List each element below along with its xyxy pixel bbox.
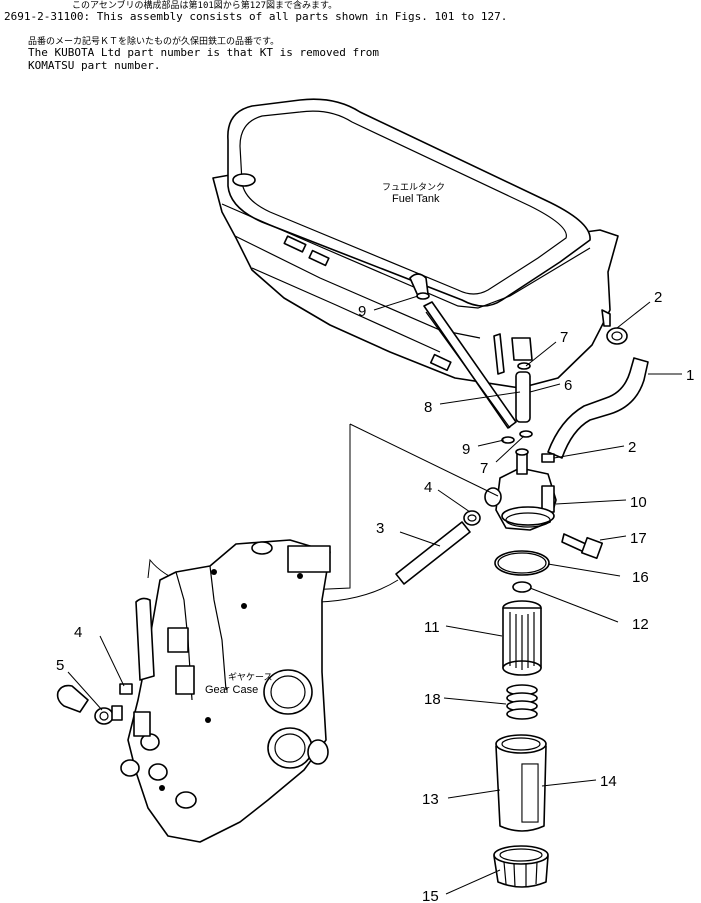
callout-12: 12 (632, 616, 649, 633)
header-assembly-note: 2691-2-31100: This assembly consists of … (4, 10, 508, 23)
fuel-tank-label-jp: フュエルタンク (382, 182, 445, 193)
callout-5: 5 (56, 657, 64, 674)
callout-2-lower: 2 (628, 439, 636, 456)
filter-element-11[interactable] (502, 600, 542, 676)
filter-head-10[interactable] (484, 448, 557, 531)
gear-case-hose[interactable] (135, 597, 155, 681)
clamp-7-top[interactable] (517, 362, 531, 370)
callout-18: 18 (424, 691, 441, 708)
clamp-2-lower[interactable] (541, 453, 555, 463)
fuel-tank-label: Fuel Tank (392, 193, 440, 205)
callout-17: 17 (630, 530, 647, 547)
callout-3: 3 (376, 520, 384, 537)
hose-6[interactable] (515, 371, 531, 423)
header-jp-line-2: 品番のメーカ記号ＫＴを除いたものが久保田鉄工の品番です。 (28, 37, 280, 47)
label-14 (521, 763, 539, 823)
callout-2-upper: 2 (654, 289, 662, 306)
routing-line-upper (349, 423, 499, 497)
fuel-tank[interactable] (212, 98, 619, 389)
callout-9-lower: 9 (462, 441, 470, 458)
callout-14: 14 (600, 773, 617, 790)
callout-1: 1 (686, 367, 694, 384)
clamp-9-top[interactable] (416, 292, 430, 300)
callout-4-upper: 4 (424, 479, 432, 496)
spring-18[interactable] (506, 684, 538, 720)
clamp-2-upper[interactable] (606, 327, 628, 345)
callout-9-upper: 9 (358, 303, 366, 320)
gear-case-label: Gear Case (205, 684, 258, 696)
clamp-7-bottom[interactable] (519, 430, 533, 438)
header-kubota-note: The KUBOTA Ltd part number is that KT is… (28, 46, 379, 59)
o-ring-12[interactable] (512, 581, 532, 593)
clamp-4-upper[interactable] (463, 510, 481, 526)
callout-7-lower: 7 (480, 460, 488, 477)
callout-4-lower: 4 (74, 624, 82, 641)
header-komatsu-note: KOMATSU part number. (28, 59, 161, 72)
plug-5[interactable] (56, 684, 123, 725)
callout-6: 6 (564, 377, 572, 394)
hose-3[interactable] (395, 521, 471, 585)
gear-case-label-jp: ギヤケース (228, 672, 273, 683)
leader-lines (67, 295, 682, 895)
callout-15: 15 (422, 888, 439, 903)
hose-1[interactable] (547, 357, 649, 459)
o-ring-16[interactable] (494, 550, 550, 576)
callout-13: 13 (422, 791, 439, 808)
callout-11: 11 (424, 619, 440, 636)
ring-nut-15[interactable] (493, 845, 549, 888)
header-jp-line-1: このアセンブリの構成部品は第101図から第127図まで含みます。 (72, 1, 338, 11)
bolt-17[interactable] (561, 533, 604, 560)
clamp-4-lower[interactable] (119, 683, 133, 695)
gear-case[interactable] (120, 539, 331, 843)
callout-7-upper: 7 (560, 329, 568, 346)
callout-16: 16 (632, 569, 649, 586)
callout-8: 8 (424, 399, 432, 416)
callout-10: 10 (630, 494, 647, 511)
